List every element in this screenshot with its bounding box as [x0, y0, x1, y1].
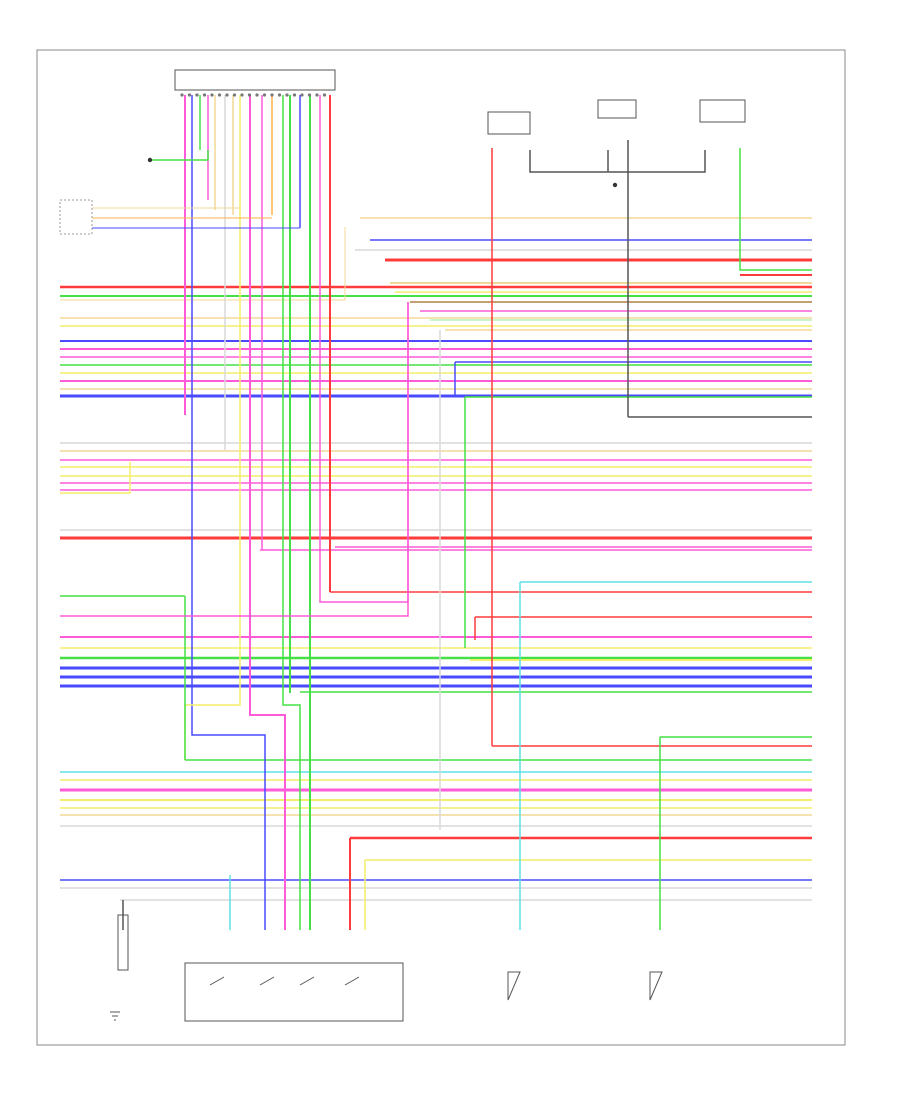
wire-90: [60, 462, 131, 494]
ecm-connector-outline: [174, 69, 336, 91]
wire-77: [282, 95, 301, 930]
connector-pin-15: [285, 93, 289, 97]
connector-pin-9: [240, 93, 244, 97]
wire-74: [249, 95, 286, 930]
connector-pin-6: [217, 93, 222, 97]
right-sensor-outline: [699, 99, 746, 123]
connector-pin-19: [315, 93, 319, 97]
connector-pin-7: [225, 93, 229, 97]
connector-pin-14: [277, 93, 282, 97]
connector-pin-18: [307, 93, 312, 97]
switch-contact-4: [344, 976, 360, 986]
connector-pin-4: [202, 93, 207, 97]
center-sensor-outline: [597, 99, 637, 119]
connector-pin-8: [232, 93, 237, 97]
switch-contact-2: [259, 976, 275, 986]
switch-contact-3: [299, 976, 315, 986]
connector-pin-3: [195, 93, 199, 97]
connector-pin-16: [292, 93, 297, 97]
left-ground-outline: [117, 914, 129, 971]
component-layer: [59, 69, 746, 1022]
ground-icon: [110, 1011, 120, 1021]
connector-pin-17: [300, 93, 304, 97]
left-module-outline: [59, 199, 93, 235]
wire-73: [184, 95, 241, 760]
diagram-border: [36, 49, 846, 1046]
connector-pin-20: [322, 93, 327, 97]
connector-pin-11: [255, 93, 259, 97]
wire-64: [739, 148, 812, 271]
wire-38: [60, 227, 346, 301]
speed-sensor-2-outline: [649, 971, 663, 1001]
connector-pin-10: [247, 93, 252, 97]
connector-pin-13: [270, 93, 274, 97]
connector-pin-1: [180, 93, 184, 97]
speed-sensor-1-outline: [507, 971, 521, 1001]
wire-67: [191, 95, 266, 930]
switch-contact-1: [209, 976, 225, 986]
connector-pin-5: [210, 93, 214, 97]
range-switch-outline: [184, 962, 404, 1022]
wire-89: [60, 302, 409, 617]
wire-86: [150, 150, 209, 161]
wire-103: [529, 150, 706, 173]
left-sensor-outline: [487, 111, 531, 135]
connector-pin-2: [187, 93, 192, 97]
wire-layer: [60, 95, 812, 930]
splice-dot-1: [147, 157, 153, 163]
splice-dot-2: [612, 182, 618, 188]
connector-pin-12: [262, 93, 267, 97]
